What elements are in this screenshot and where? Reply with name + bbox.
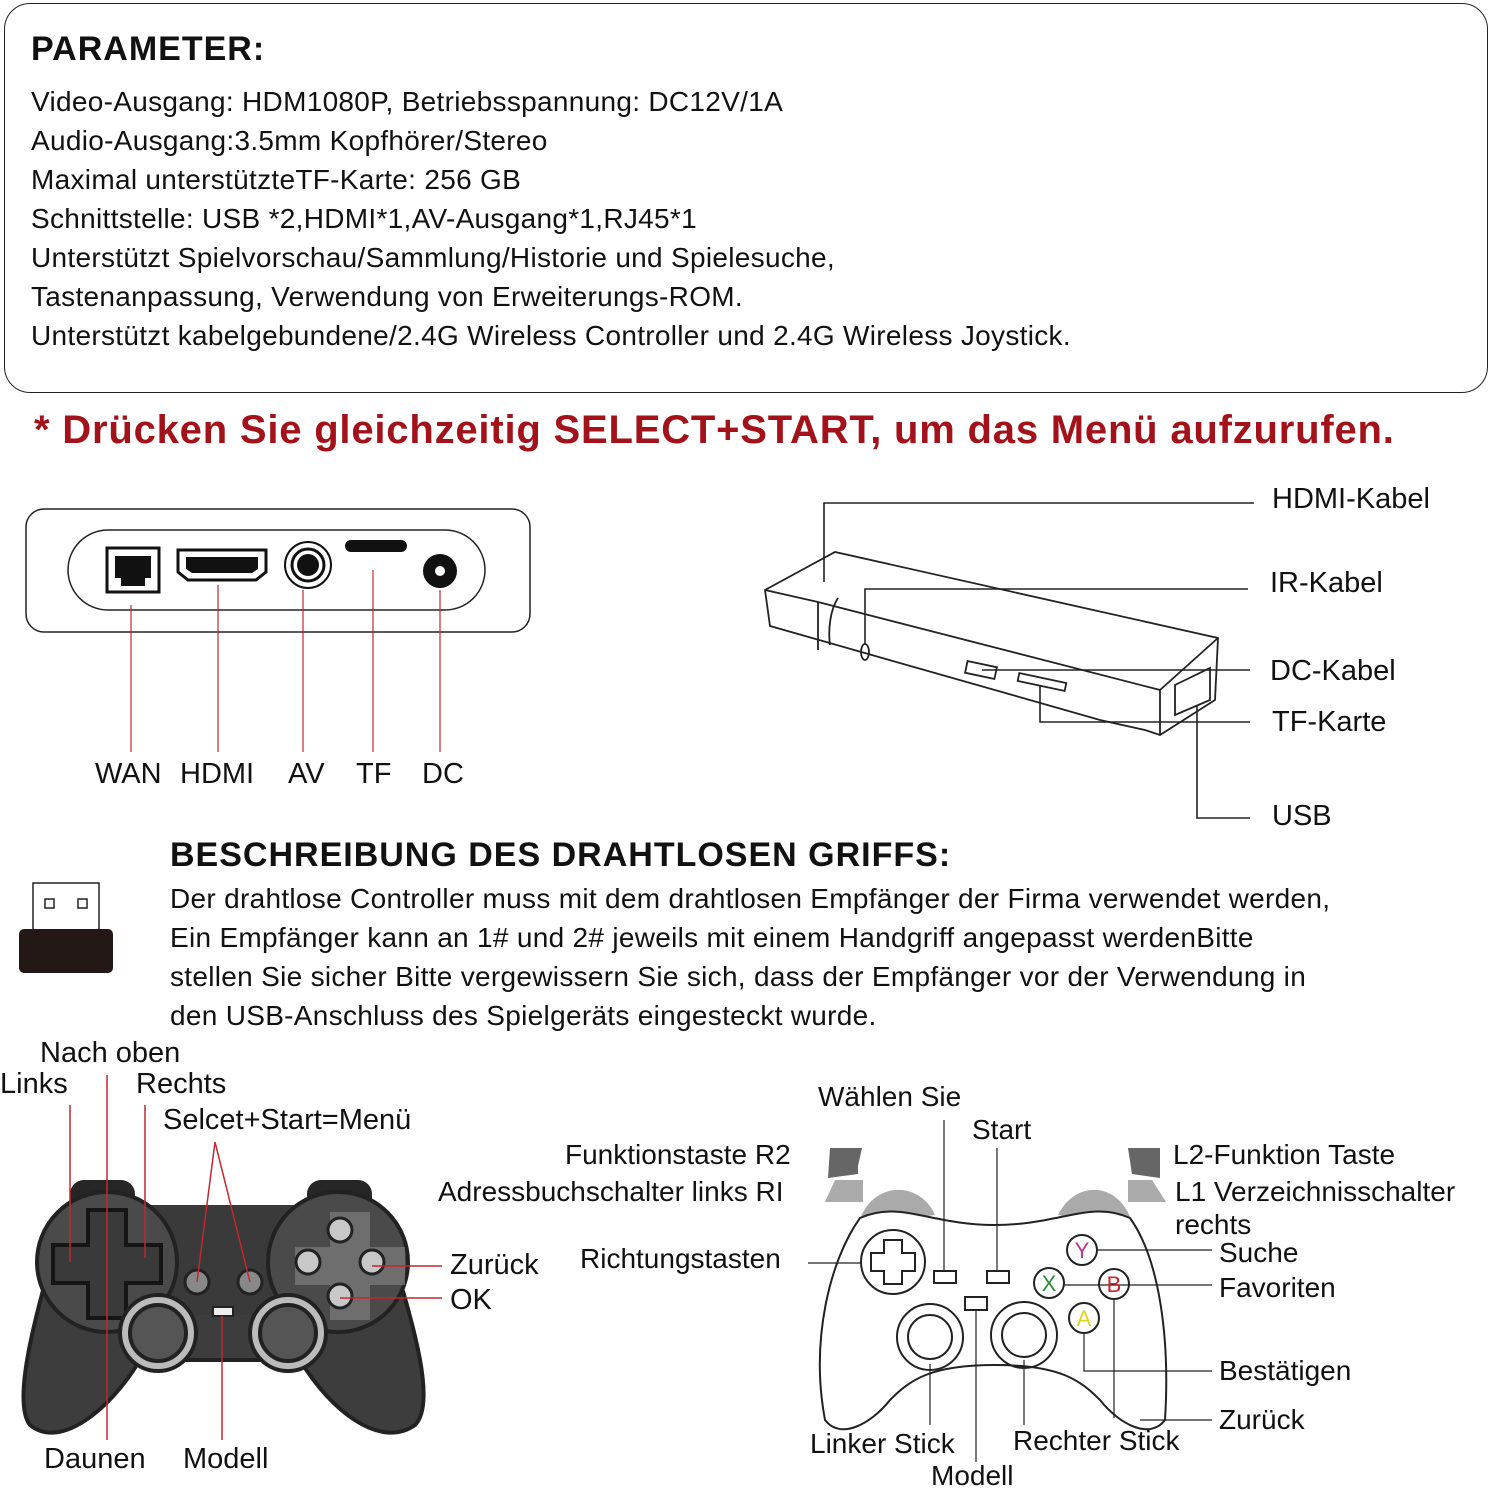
port-label-tf: TF: [356, 758, 392, 790]
label-left-stick: Linker Stick: [810, 1428, 955, 1459]
wireless-line: den USB-Anschluss des Spielgeräts einges…: [170, 1000, 877, 1031]
x-button-label: X: [1042, 1271, 1057, 1296]
port-label-wan: WAN: [95, 758, 162, 790]
r2-icon: [828, 1148, 862, 1178]
label-select-start: Selcet+Start=Menü: [163, 1104, 412, 1136]
port-label-av: AV: [288, 758, 325, 790]
stick-label-tf: TF-Karte: [1272, 706, 1387, 738]
wireless-line: Ein Empfänger kann an 1# und 2# jeweils …: [170, 922, 1254, 953]
stick-label-usb: USB: [1272, 800, 1332, 832]
parameter-title: PARAMETER:: [31, 30, 266, 68]
param-line: Schnittstelle: USB *2,HDMI*1,AV-Ausgang*…: [31, 203, 697, 234]
label-mode-right: Modell: [931, 1460, 1014, 1491]
label-l1-cont: rechts: [1175, 1209, 1252, 1240]
port-label-dc: DC: [422, 758, 464, 790]
hdmi-port-icon: [176, 548, 268, 582]
label-l2: L2-Funktion Taste: [1173, 1139, 1396, 1170]
parameter-box: [4, 3, 1488, 393]
label-up: Nach oben: [40, 1037, 181, 1069]
a-button-label: A: [1077, 1306, 1092, 1331]
param-line: Unterstützt Spielvorschau/Sammlung/Histo…: [31, 242, 835, 273]
label-ok: OK: [450, 1284, 492, 1316]
param-line: Maximal unterstützteTF-Karte: 256 GB: [31, 164, 522, 195]
label-l1: L1 Verzeichnisschalter: [1175, 1176, 1456, 1207]
stick-label-ir: IR-Kabel: [1270, 567, 1383, 599]
label-dpad: Richtungstasten: [580, 1243, 781, 1274]
usb-receiver-icon: [19, 882, 113, 973]
l2-icon: [1128, 1148, 1160, 1178]
label-r1: Adressbuchschalter links RI: [438, 1176, 784, 1207]
label-back-right: Zurück: [1219, 1404, 1305, 1435]
label-right-stick: Rechter Stick: [1013, 1425, 1180, 1456]
wireless-line: Der drahtlose Controller muss mit dem dr…: [170, 883, 1331, 914]
port-label-hdmi: HDMI: [180, 758, 255, 790]
label-r2: Funktionstaste R2: [565, 1139, 791, 1170]
label-y: Suche: [1219, 1237, 1299, 1268]
y-button-label: Y: [1075, 1238, 1090, 1263]
label-select: Wählen Sie: [818, 1081, 962, 1112]
r1-icon: [825, 1180, 863, 1202]
label-right: Rechts: [136, 1068, 227, 1100]
menu-hint: * Drücken Sie gleichzeitig SELECT+START,…: [34, 408, 1395, 452]
stick-label-hdmi: HDMI-Kabel: [1272, 483, 1430, 515]
label-left: Links: [0, 1068, 68, 1100]
wired-controller-drawing: [21, 1075, 442, 1440]
label-a: Bestätigen: [1219, 1355, 1352, 1386]
tf-slot-icon: [345, 540, 407, 552]
wireless-title: BESCHREIBUNG DES DRAHTLOSEN GRIFFS:: [170, 836, 952, 874]
rj45-port-icon: [105, 546, 161, 594]
wireless-line: stellen Sie sicher Bitte vergewissern Si…: [170, 961, 1307, 992]
label-down: Daunen: [44, 1443, 146, 1475]
l1-icon: [1128, 1180, 1166, 1202]
param-line: Tastenanpassung, Verwendung von Erweiter…: [31, 281, 743, 312]
param-line: Unterstützt kabelgebundene/2.4G Wireless…: [31, 320, 1071, 351]
game-stick-drawing: [764, 502, 1254, 819]
param-line: Audio-Ausgang:3.5mm Kopfhörer/Stereo: [31, 125, 548, 156]
b-button-label: B: [1107, 1272, 1122, 1297]
wireless-controller-drawing: [808, 1120, 1212, 1462]
port-panel: [25, 508, 531, 752]
param-line: Video-Ausgang: HDM1080P, Betriebsspannun…: [31, 86, 784, 117]
stick-label-dc: DC-Kabel: [1270, 655, 1396, 687]
label-start: Start: [972, 1114, 1032, 1145]
label-mode: Modell: [183, 1443, 269, 1475]
label-b: Favoriten: [1219, 1272, 1336, 1303]
label-back: Zurück: [450, 1249, 539, 1281]
dc-port-icon: [423, 554, 457, 588]
av-port-icon: [284, 541, 332, 589]
